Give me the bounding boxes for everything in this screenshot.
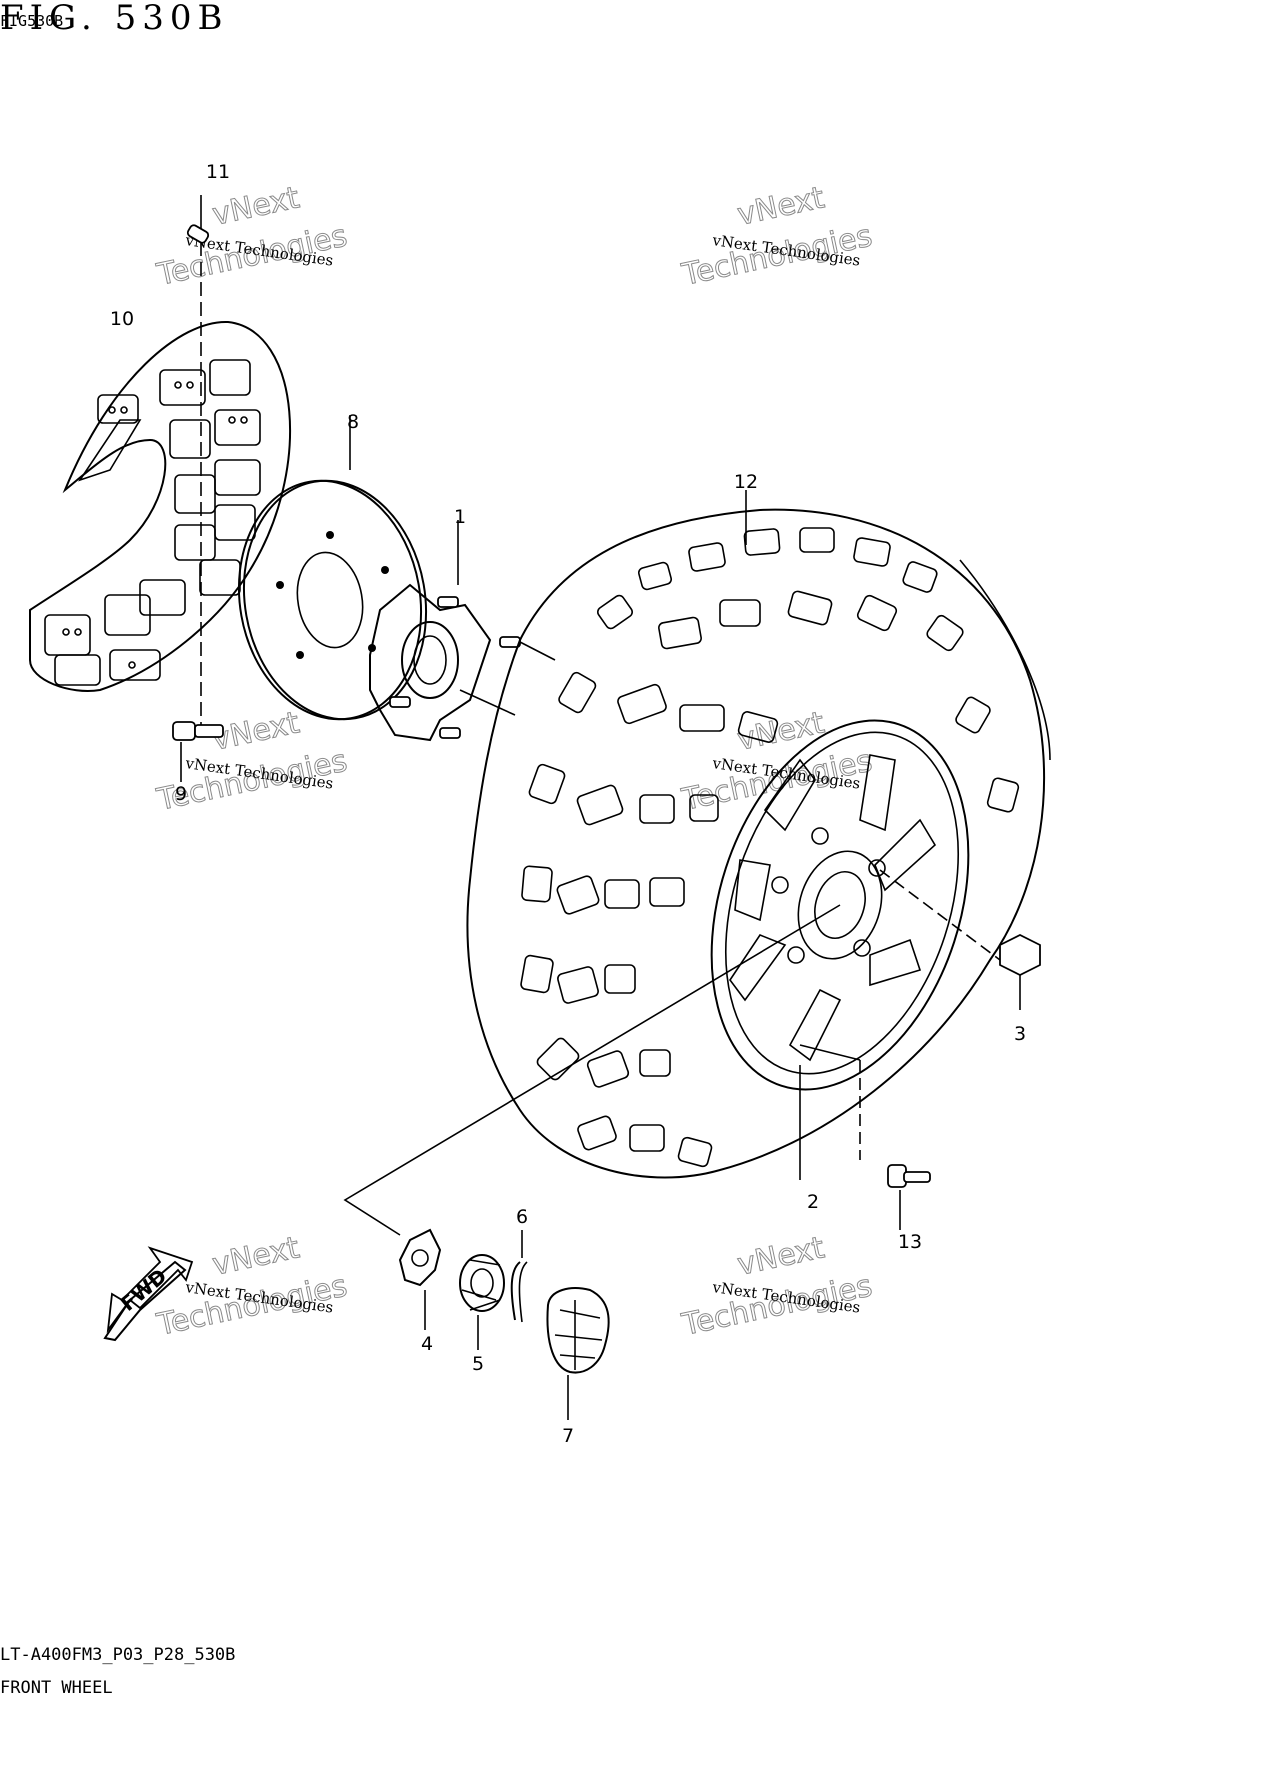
callout-8: 8 [347,411,359,433]
watermark-top-left: Technologies vNext vNext Technologies [153,180,351,294]
callout-1: 1 [454,506,466,528]
part-5-castle-nut [459,1254,505,1350]
part-3-wheel-nut [999,933,1041,1010]
figure-title: FIG. 530B [0,0,229,38]
part-4-washer [398,1228,442,1330]
callout-2: 2 [807,1191,819,1213]
part-7-hub-cap [546,1287,610,1420]
callout-4: 4 [421,1333,433,1355]
model-code: LT-A400FM3_P03_P28_530B [0,1645,236,1665]
part-2-wheel-rim [710,719,1001,1180]
callout-9: 9 [175,783,187,805]
figure-code: FIG530B [0,12,64,30]
callout-5: 5 [472,1353,484,1375]
svg-text:vNext: vNext [734,705,827,758]
part-6-cotter-pin [510,1230,528,1323]
svg-text:vNext: vNext [209,180,302,233]
section-title: FRONT WHEEL [0,1678,113,1698]
callout-12: 12 [734,471,758,493]
watermark-bottom-right: Technologies vNext vNext Technologies [678,1230,876,1344]
svg-text:vNext: vNext [734,180,827,233]
tire-tread-blocks [520,527,1020,1168]
part-10-disc-cover [29,222,292,740]
callout-6: 6 [516,1206,528,1228]
watermark-bottom-left: Technologies vNext vNext Technologies [153,1230,351,1344]
part-9-bolt [172,721,224,782]
part-13-tire-valve [799,1044,931,1230]
callout-7: 7 [562,1425,574,1447]
callout-10: 10 [110,308,134,330]
watermark-mid-left: Technologies vNext vNext Technologies [153,705,351,819]
watermark-top-right: Technologies vNext vNext Technologies [678,180,876,294]
callout-13: 13 [898,1231,922,1253]
part-12-tire [466,490,1051,1179]
callout-11: 11 [206,161,230,183]
part-8-brake-disc [237,415,428,721]
axle-leader [343,904,841,1236]
part-1-wheel-hub [369,520,556,742]
callout-3: 3 [1014,1023,1026,1045]
part-11-screw [186,195,210,244]
svg-text:vNext: vNext [209,1230,302,1283]
svg-text:vNext: vNext [734,1230,827,1283]
